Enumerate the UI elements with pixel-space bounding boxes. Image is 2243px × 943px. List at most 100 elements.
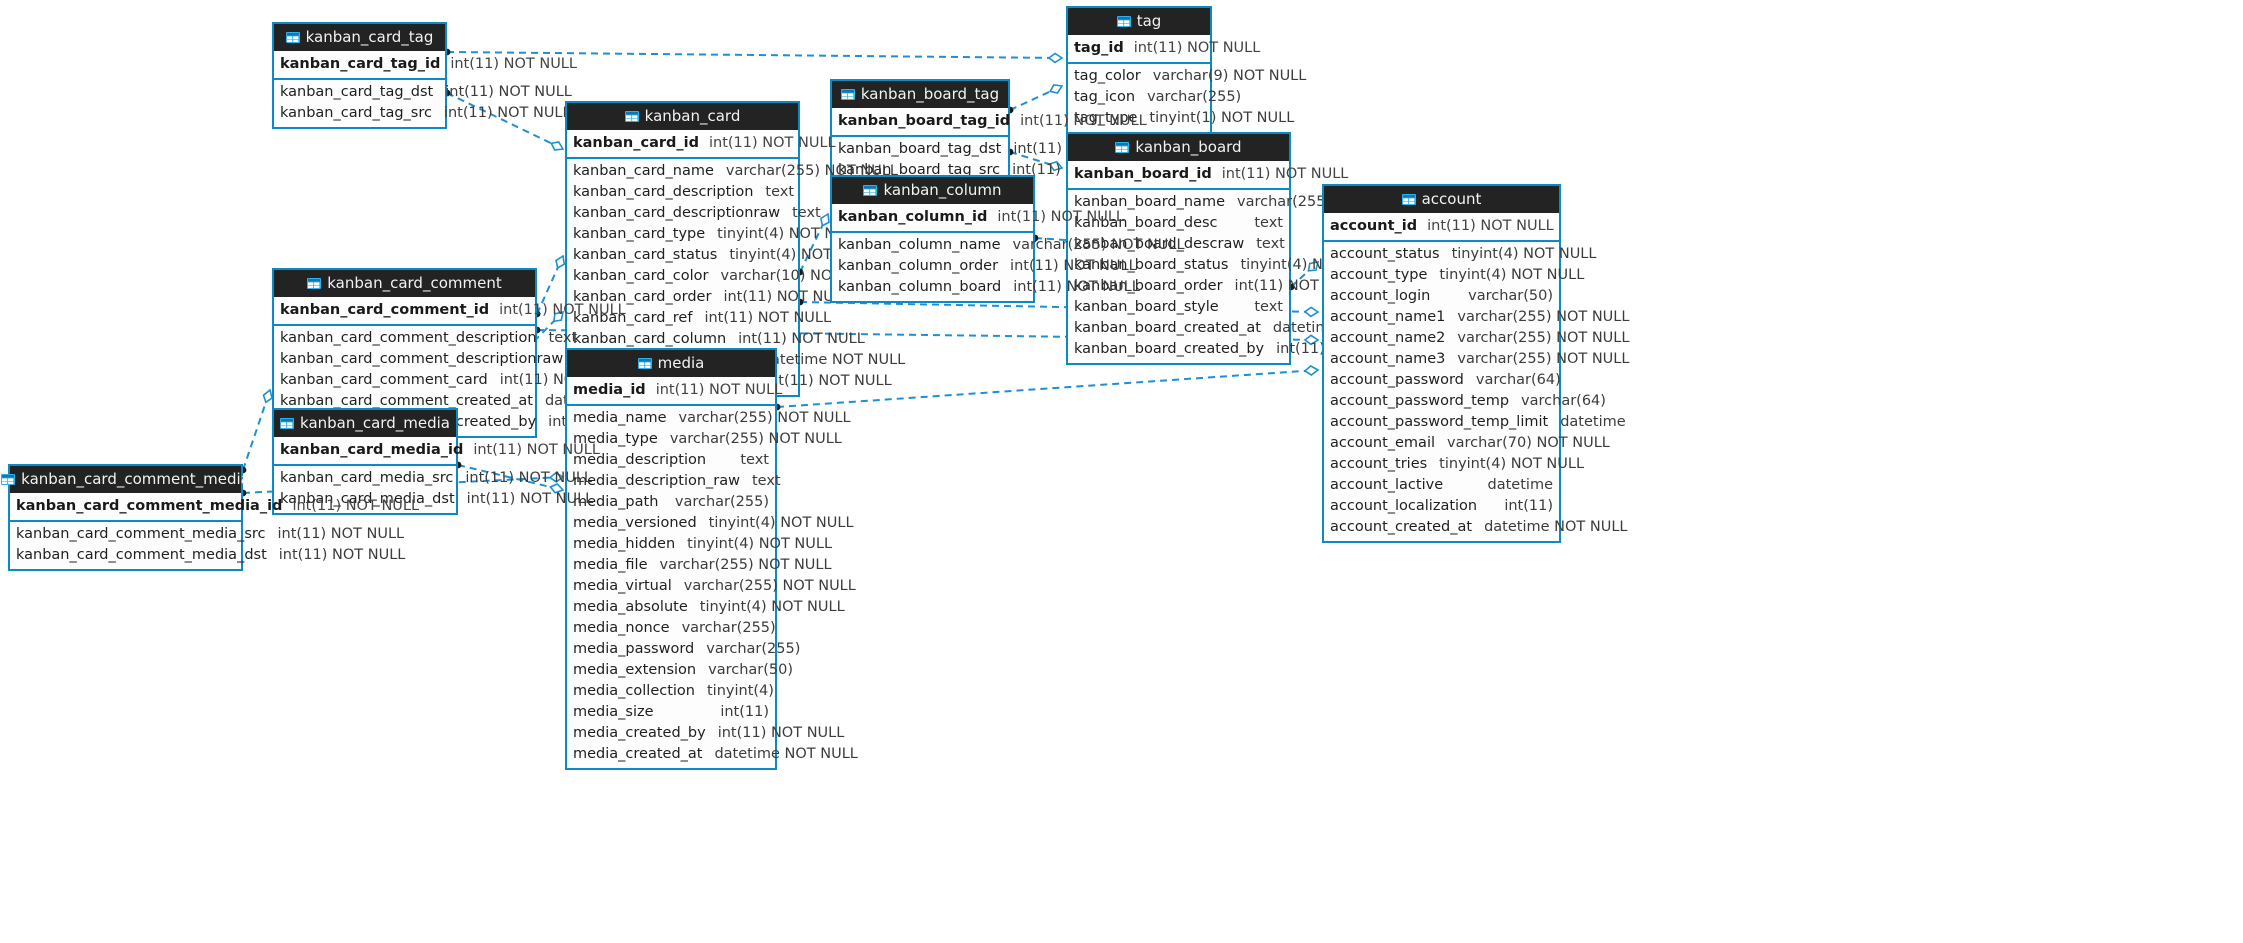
field-name: kanban_card_media_src <box>280 470 454 486</box>
field-type: int(11) NOT NULL <box>473 442 600 458</box>
field-name: kanban_card_column <box>573 331 727 347</box>
field-name: account_name3 <box>1330 351 1446 367</box>
table-icon <box>863 184 878 196</box>
field-name: account_tries <box>1330 456 1428 472</box>
field-name: kanban_card_comment_description <box>280 330 537 346</box>
field-name: media_file <box>573 557 648 573</box>
field-type: tinyint(4) NOT NULL <box>708 515 854 531</box>
field-type: text <box>792 205 821 221</box>
field-type: varchar(255) <box>1147 89 1242 105</box>
field-type: int(11) NOT NULL <box>1427 218 1554 234</box>
field-type: int(11) NOT NULL <box>1133 40 1261 56</box>
field-type: varchar(255) NOT NULL <box>1457 351 1630 367</box>
field-row[interactable]: account_name3 varchar(255) NOT NULL <box>1324 349 1629 370</box>
field-row[interactable]: kanban_card_descriptionraw text <box>567 203 821 224</box>
field-type: int(11) NOT NULL <box>765 373 892 389</box>
field-name: media_description <box>573 452 707 468</box>
field-name: media_absolute <box>573 599 688 615</box>
field-type: int(11) NOT NULL <box>1221 166 1349 182</box>
field-name: media_path <box>573 494 659 510</box>
field-name: kanban_card_descriptionraw <box>573 205 781 221</box>
field-name: tag_type <box>1074 110 1138 126</box>
table-icon <box>280 417 295 429</box>
